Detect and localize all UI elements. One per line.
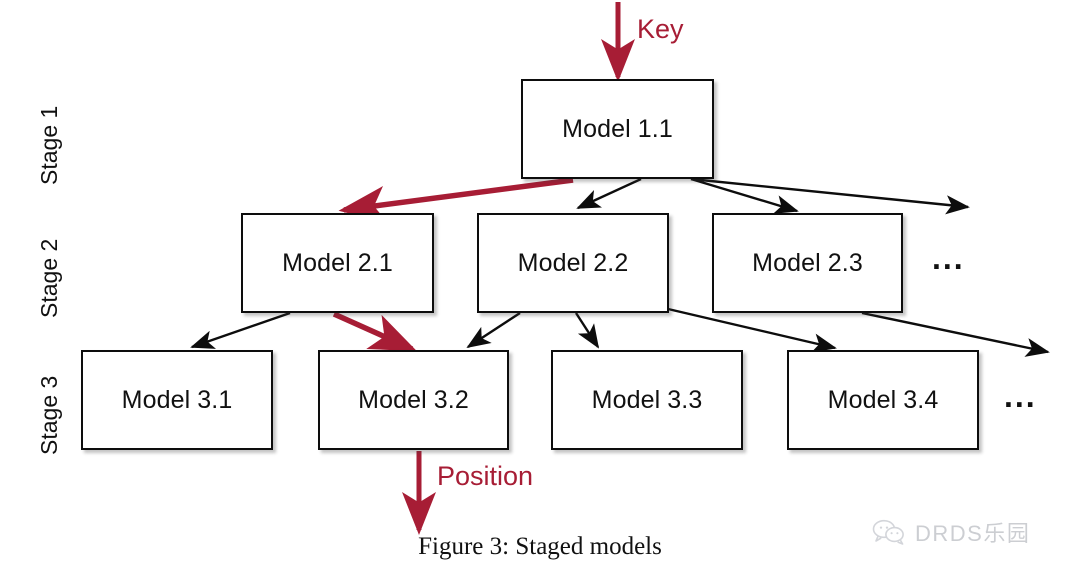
edge-m11-to-m22 [576,177,642,210]
watermark: DRDS乐园 [872,516,1030,548]
node-label: Model 3.4 [827,385,939,414]
node-model-3-1[interactable]: Model 3.1 [81,350,273,450]
edge-m23-to-more [861,311,1050,357]
edge-m11-to-m21-highlight [338,177,574,224]
edge-m21-to-m31 [190,311,291,349]
node-model-3-4[interactable]: Model 3.4 [787,350,979,450]
edge-m22-to-m33 [574,312,600,349]
node-label: Model 3.1 [121,385,233,414]
edge-m21-to-m32-highlight [332,311,418,352]
node-label: Model 3.2 [358,385,469,414]
node-model-3-2[interactable]: Model 3.2 [318,350,509,450]
edge-m11-to-more [690,177,970,215]
stage-label-2: Stage 2 [36,238,62,318]
figure-caption: Figure 3: Staged models [418,533,662,560]
stage2-ellipsis: ... [932,240,965,276]
edges-stage1-to-stage2 [576,177,970,215]
node-model-2-3[interactable]: Model 2.3 [712,213,903,313]
stage3-ellipsis: ... [1004,378,1037,414]
highlight-path [332,2,636,536]
node-label: Model 2.3 [752,248,863,277]
node-model-3-3[interactable]: Model 3.3 [551,350,743,450]
node-label: Model 1.1 [562,114,673,143]
edge-m22-to-m34 [667,307,837,353]
wechat-bubbles-icon [872,519,904,545]
node-model-2-1[interactable]: Model 2.1 [241,213,434,313]
key-label: Key [637,14,684,44]
node-model-1-1[interactable]: Model 1.1 [521,79,714,179]
watermark-text: DRDS乐园 [915,521,1031,546]
node-label: Model 3.3 [591,385,703,414]
position-label: Position [437,461,534,491]
node-label: Model 2.1 [282,248,393,277]
edges-stage2-to-stage3 [190,307,1050,357]
node-label: Model 2.2 [517,248,629,277]
edge-m11-to-m23 [690,177,799,214]
stage-label-3: Stage 3 [36,375,62,455]
node-model-2-2[interactable]: Model 2.2 [477,213,669,313]
stage-label-1: Stage 1 [36,105,62,185]
edge-m22-to-m32 [466,311,521,349]
